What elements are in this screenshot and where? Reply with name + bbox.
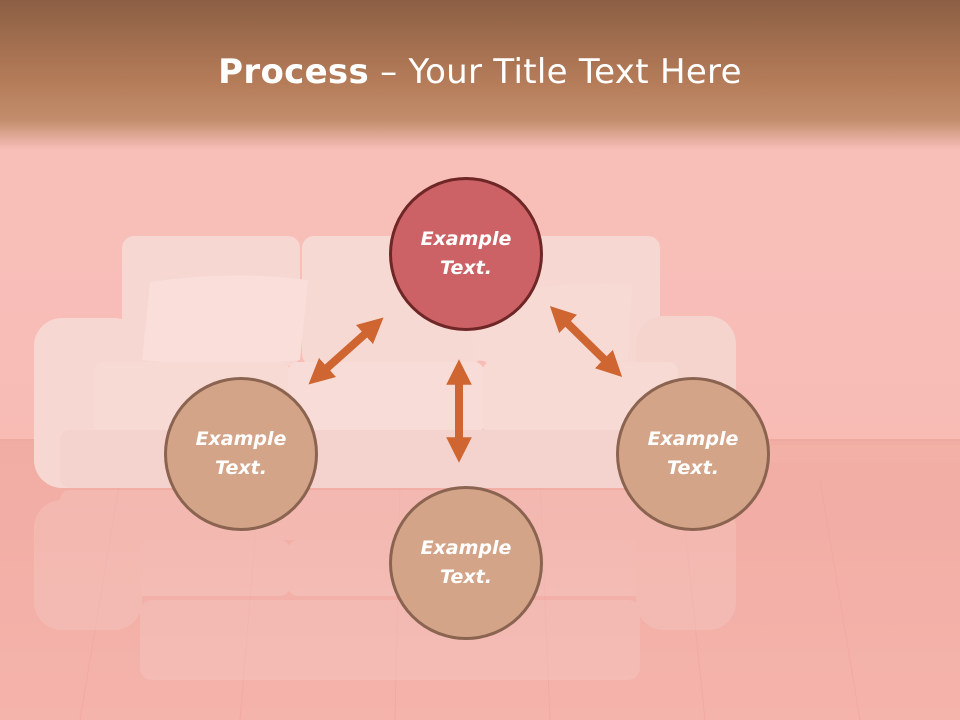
node-top[interactable]: Example Text. — [389, 177, 543, 331]
node-bottom-label: Example Text. — [420, 537, 512, 588]
slide-title-rest: – Your Title Text Here — [369, 52, 742, 92]
node-right[interactable]: Example Text. — [616, 377, 770, 531]
node-left[interactable]: Example Text. — [164, 377, 318, 531]
slide-title: Process – Your Title Text Here — [0, 52, 960, 92]
node-bottom[interactable]: Example Text. — [389, 486, 543, 640]
arrow-top-right — [549, 306, 623, 377]
arrow-top-left — [308, 317, 384, 385]
node-left-label: Example Text. — [195, 428, 287, 479]
title-band — [0, 0, 960, 150]
node-right-label: Example Text. — [647, 428, 739, 479]
slide-title-bold: Process — [218, 52, 370, 92]
node-top-label: Example Text. — [420, 228, 512, 279]
